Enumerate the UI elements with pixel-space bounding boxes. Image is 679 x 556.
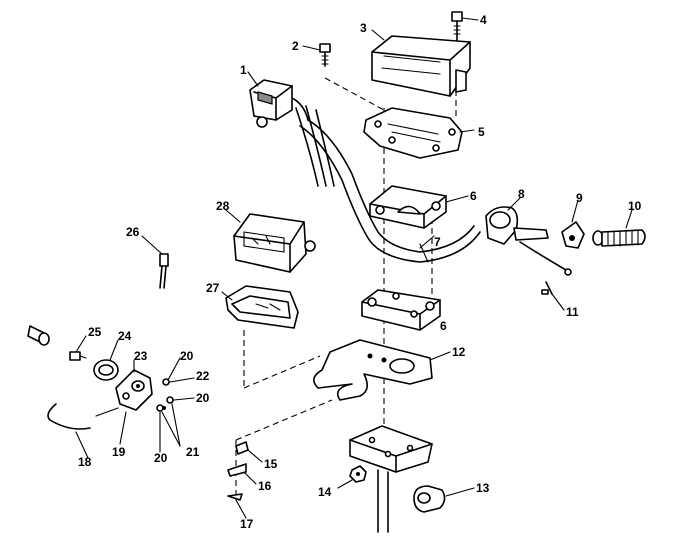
housing-part-23 — [115, 369, 153, 411]
callout-10: 10 — [628, 199, 642, 213]
brake-master-cylinder-part — [249, 79, 309, 128]
callout-24: 24 — [118, 329, 132, 343]
speedometer-part — [233, 213, 316, 273]
callout-14: 14 — [318, 485, 332, 499]
callout-labels: 1 2 3 4 5 6 6 7 8 9 10 11 12 13 14 15 16… — [78, 13, 642, 531]
callout-7: 7 — [434, 235, 441, 249]
callout-28: 28 — [216, 199, 230, 213]
callout-17: 17 — [240, 517, 254, 531]
fastener-part-16 — [227, 463, 247, 477]
callout-11: 11 — [566, 305, 579, 319]
cables — [295, 105, 335, 187]
nut-part-14 — [349, 465, 367, 483]
cable-fitting-part — [159, 253, 169, 289]
ring-part-24 — [93, 359, 119, 381]
callout-9: 9 — [576, 191, 583, 205]
mount-bracket-part — [313, 339, 433, 401]
callout-21: 21 — [186, 445, 200, 459]
speedometer-boot-part — [225, 285, 299, 329]
callout-2: 2 — [292, 39, 299, 53]
callout-27: 27 — [206, 281, 220, 295]
callout-8: 8 — [518, 187, 525, 201]
screw-part-4 — [451, 11, 463, 41]
steering-clamp-part — [413, 485, 446, 513]
callout-3: 3 — [360, 21, 367, 35]
cable-end-part-25 — [27, 325, 87, 361]
callout-16: 16 — [258, 479, 272, 493]
screws-part-20-21-22 — [95, 378, 174, 417]
callout-13: 13 — [476, 481, 490, 495]
handgrip-part — [592, 229, 646, 247]
callout-26: 26 — [126, 225, 140, 239]
leader-lines — [75, 17, 633, 519]
handlebar-clamp-upper — [369, 185, 447, 229]
callout-6b: 6 — [440, 319, 447, 333]
handlebar-clamp-lower — [361, 289, 441, 331]
callout-23: 23 — [134, 349, 148, 363]
callout-22: 22 — [196, 369, 210, 383]
callout-18: 18 — [78, 455, 92, 469]
callout-5: 5 — [478, 125, 485, 139]
grip-end-part — [561, 221, 585, 249]
fastener-part-17 — [227, 493, 243, 501]
callout-19: 19 — [112, 445, 126, 459]
callout-12: 12 — [452, 345, 466, 359]
callout-20b: 20 — [196, 391, 210, 405]
wire-part-18 — [47, 403, 91, 430]
callout-4: 4 — [480, 13, 487, 27]
steering-column-part — [349, 425, 433, 533]
callout-6a: 6 — [470, 189, 477, 203]
callout-1: 1 — [240, 63, 247, 77]
screw-part-2 — [319, 43, 331, 67]
callout-15: 15 — [264, 457, 278, 471]
screw-part-11 — [541, 281, 553, 295]
callout-25: 25 — [88, 325, 102, 339]
callout-20c: 20 — [154, 451, 168, 465]
mount-plate-part — [363, 107, 463, 159]
cover-part — [371, 35, 471, 97]
callout-20a: 20 — [180, 349, 194, 363]
throttle-housing-part — [485, 206, 572, 276]
fastener-part-15 — [235, 441, 249, 455]
